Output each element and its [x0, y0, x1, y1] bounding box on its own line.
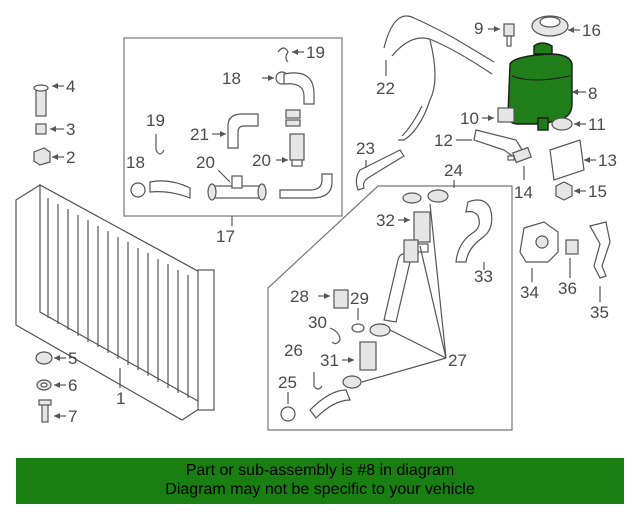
group-box-24 [267, 185, 513, 431]
elbow-hose-21[interactable] [227, 113, 259, 149]
label-32: 32 [376, 211, 395, 230]
bolt-14[interactable] [507, 146, 532, 164]
clamp-26[interactable] [313, 372, 323, 390]
hose-lower-24[interactable] [309, 389, 351, 419]
part-7[interactable] [38, 399, 66, 423]
clamp-19-left[interactable] [155, 134, 165, 155]
label-5: 5 [68, 349, 77, 368]
part-3[interactable] [35, 123, 64, 135]
seal-18-left[interactable] [130, 182, 146, 198]
part-5[interactable] [35, 351, 66, 365]
part-2[interactable] [33, 147, 64, 166]
vent-line-22-b[interactable] [398, 39, 436, 141]
label-22: 22 [376, 79, 395, 98]
part-4[interactable] [33, 83, 64, 117]
clamp-30[interactable] [329, 327, 341, 345]
label-31: 31 [320, 351, 339, 370]
label-18-left: 18 [126, 153, 145, 172]
info-banner: Part or sub-assembly is #8 in diagram Di… [16, 458, 624, 504]
group-box-17 [123, 37, 343, 217]
label-21: 21 [190, 125, 209, 144]
cap-group-24[interactable] [402, 189, 449, 204]
label-16: 16 [582, 21, 601, 40]
hose-lower-left[interactable] [149, 180, 191, 199]
coolant-reservoir-8[interactable] [507, 42, 573, 131]
label-27: 27 [448, 351, 467, 370]
label-28: 28 [290, 287, 309, 306]
grommet-11[interactable] [551, 117, 573, 131]
tee-fitting[interactable] [207, 175, 267, 201]
label-14: 14 [514, 183, 533, 202]
label-20-right: 20 [252, 151, 271, 170]
label-15: 15 [588, 182, 607, 201]
clamp-19[interactable] [277, 47, 304, 63]
label-2: 2 [66, 148, 75, 167]
label-17: 17 [216, 227, 235, 246]
bolt-9[interactable] [503, 23, 515, 47]
label-34: 34 [520, 283, 539, 302]
connector-20[interactable] [289, 133, 305, 167]
sensor-line[interactable] [401, 105, 423, 137]
label-20-left: 20 [196, 153, 215, 172]
housing-34[interactable] [519, 221, 559, 263]
connector-27-a[interactable] [403, 239, 419, 263]
label-36: 36 [558, 279, 577, 298]
banner-line-2: Diagram may not be specific to your vehi… [165, 481, 475, 498]
connector-27-b[interactable] [369, 323, 391, 337]
seal-25[interactable] [280, 406, 296, 422]
label-3: 3 [66, 120, 75, 139]
label-11: 11 [588, 115, 606, 134]
radiator[interactable] [15, 183, 215, 421]
vent-line-22[interactable] [383, 15, 495, 75]
banner-line-1: Part or sub-assembly is #8 in diagram [185, 462, 455, 479]
label-1: 1 [116, 389, 125, 408]
label-24: 24 [444, 161, 463, 180]
label-13: 13 [598, 151, 617, 170]
cap-16[interactable] [531, 15, 569, 37]
label-25: 25 [278, 373, 297, 392]
hose-right-17[interactable] [279, 173, 333, 199]
clamp-top-right[interactable] [285, 109, 301, 127]
label-9: 9 [474, 19, 483, 38]
hose-long[interactable] [383, 253, 411, 323]
hose-23[interactable] [355, 149, 405, 191]
label-26: 26 [284, 341, 303, 360]
label-8: 8 [588, 84, 597, 103]
hose-top[interactable] [283, 72, 315, 105]
parts-diagram: 1 4 3 2 5 6 7 19 18 19 21 [15, 15, 617, 431]
label-30: 30 [308, 313, 327, 332]
label-19-left: 19 [146, 111, 165, 130]
label-12: 12 [434, 131, 453, 150]
label-18-top: 18 [222, 69, 241, 88]
label-33: 33 [474, 267, 493, 286]
label-6: 6 [68, 376, 77, 395]
bracket-35[interactable] [589, 221, 611, 279]
hose-33[interactable] [455, 199, 493, 263]
label-7: 7 [68, 407, 77, 426]
label-23: 23 [356, 139, 375, 158]
sensor-28[interactable] [333, 289, 349, 309]
label-19-top: 19 [306, 43, 325, 62]
plug-36[interactable] [565, 239, 579, 255]
bracket-13[interactable] [549, 139, 585, 181]
connector-31[interactable] [359, 341, 377, 371]
connector-27-c[interactable] [342, 375, 362, 389]
part-6[interactable] [36, 379, 66, 391]
label-29: 29 [350, 289, 369, 308]
label-4: 4 [66, 77, 75, 96]
seal-29[interactable] [351, 323, 365, 333]
nut-15[interactable] [555, 181, 573, 201]
label-35: 35 [590, 303, 609, 322]
label-10: 10 [460, 109, 479, 128]
mount-10[interactable] [497, 107, 515, 123]
